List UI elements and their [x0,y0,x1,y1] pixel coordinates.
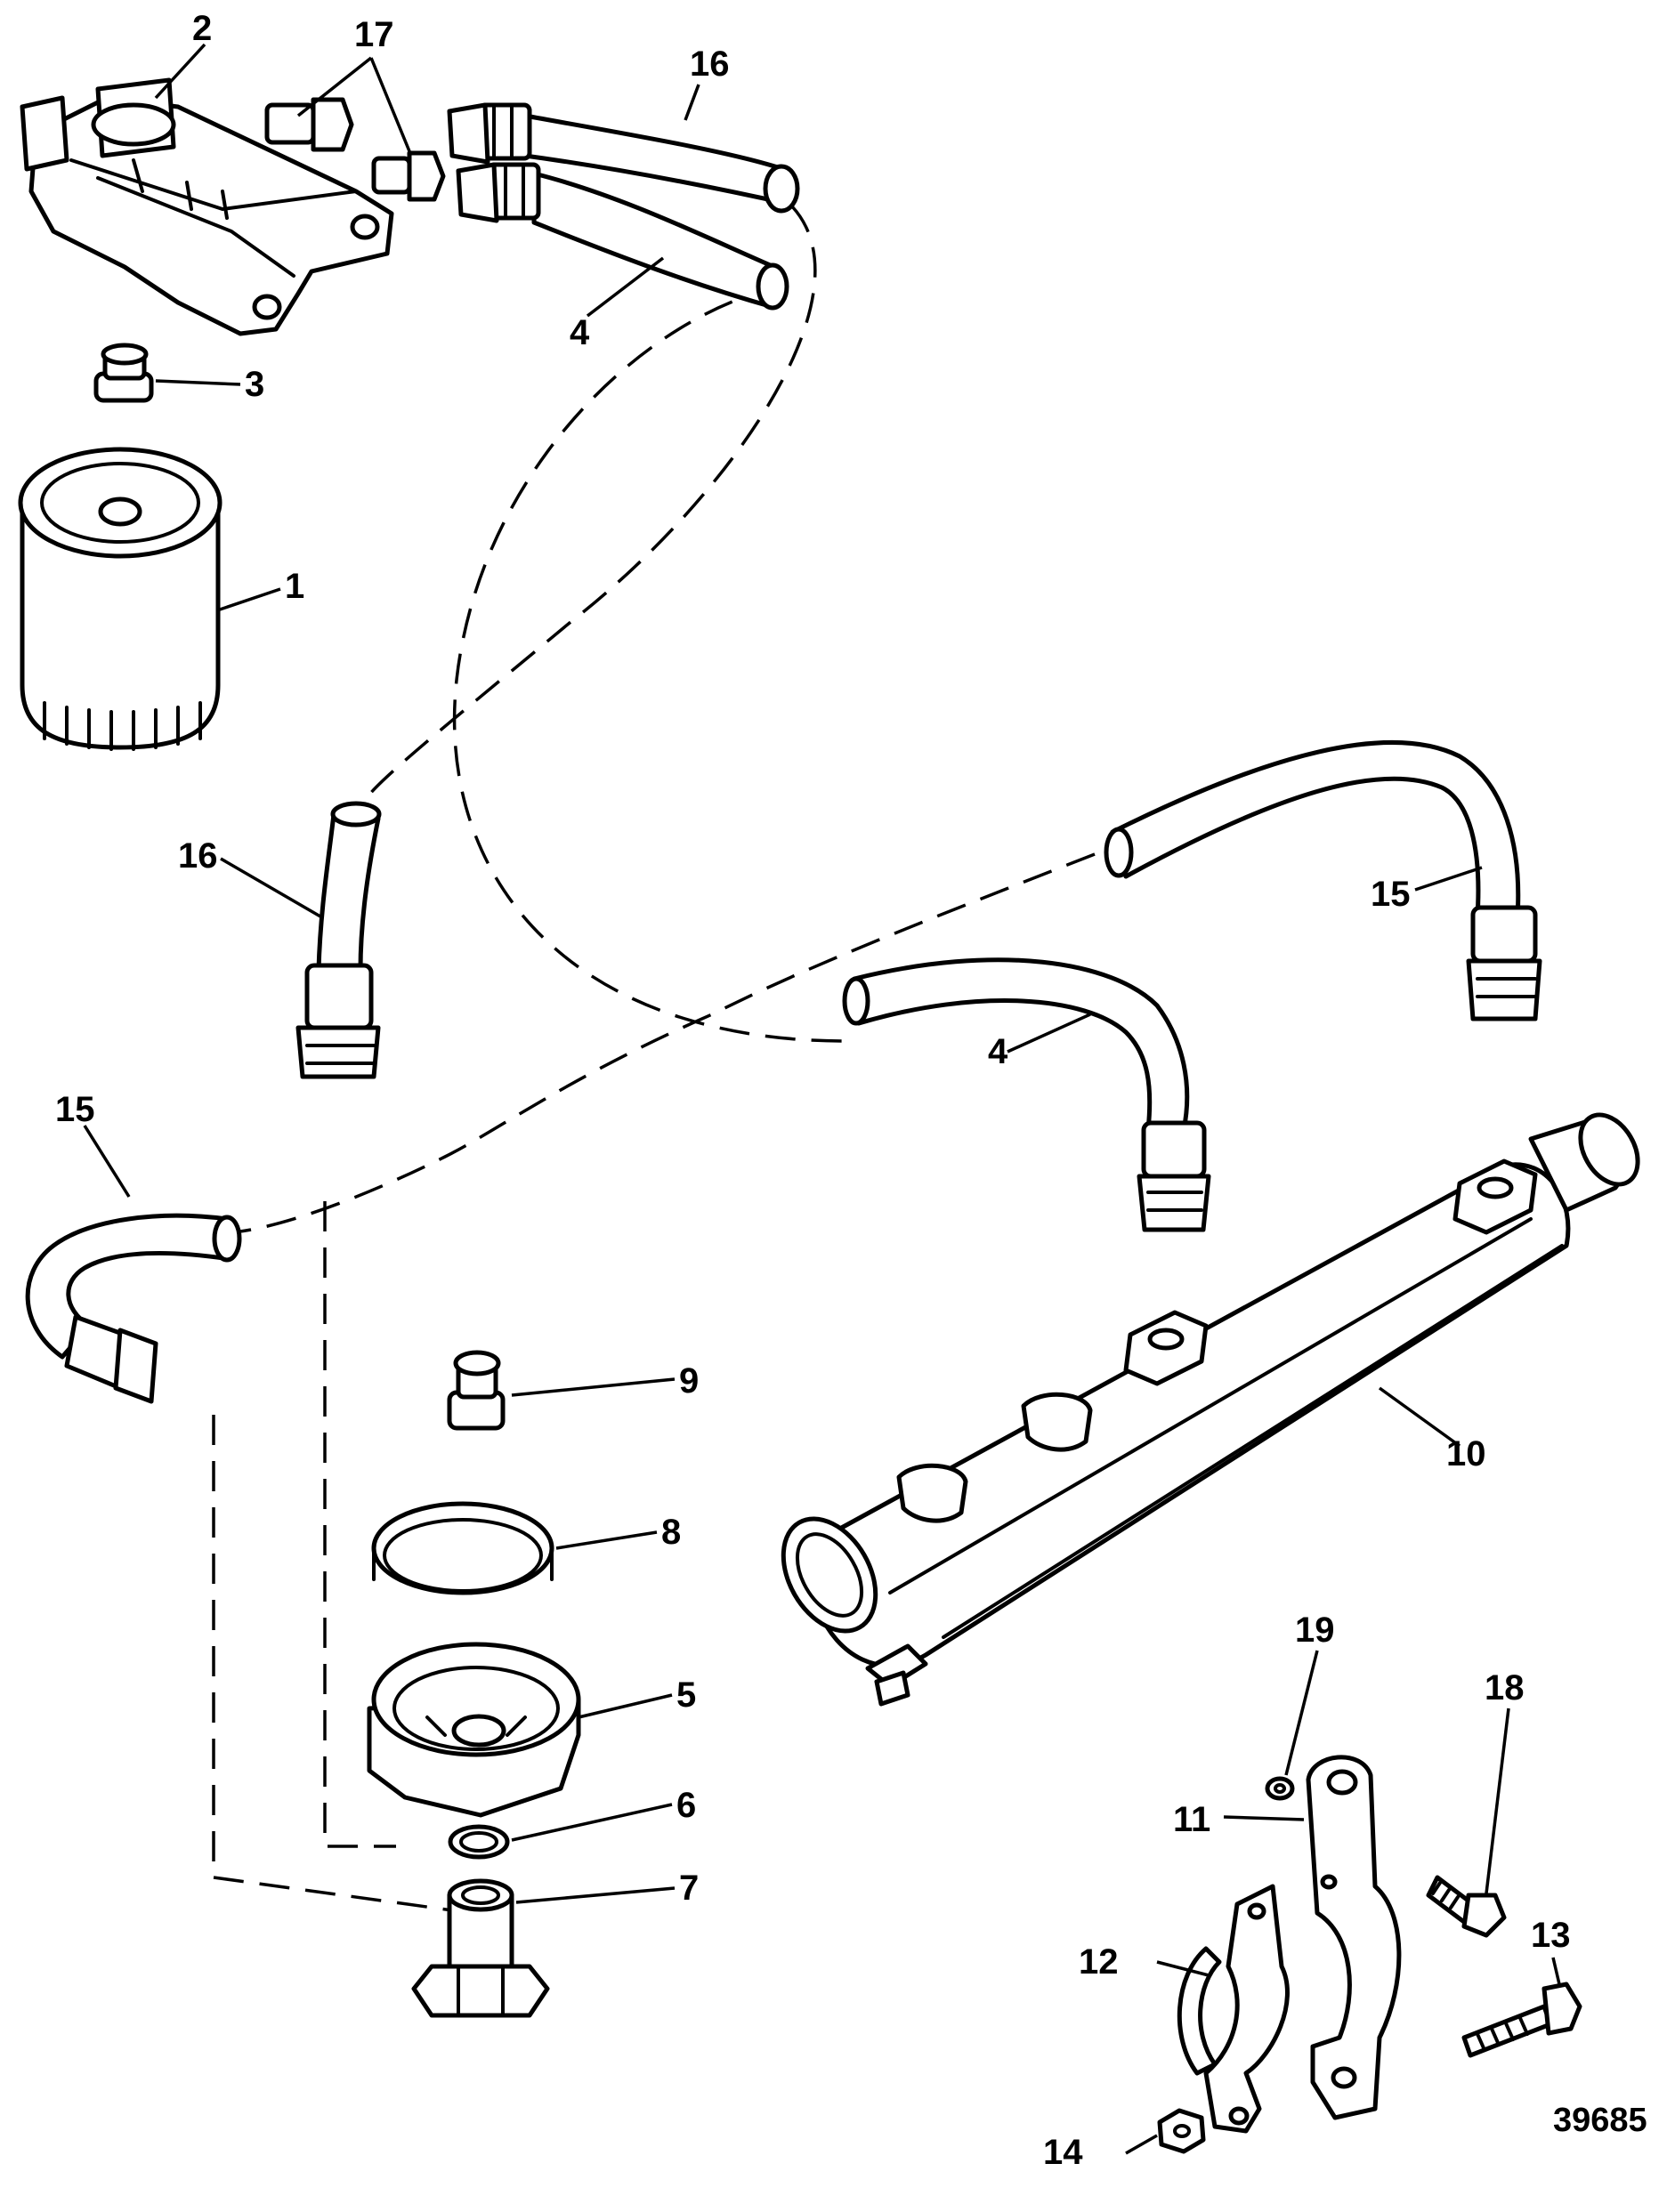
screw-18 [1426,1875,1507,1938]
callout-5: 5 [676,1675,696,1715]
callout-6: 6 [676,1786,696,1825]
oil-filter [18,447,223,751]
callout-4-lower: 4 [988,1032,1008,1071]
callout-11: 11 [1173,1800,1210,1839]
callout-3: 3 [245,365,264,404]
filter-mount-5 [367,1642,581,1818]
oil-cooler-10 [781,1112,1640,1707]
bolt-13 [1461,1982,1582,2058]
callout-15-right: 15 [1371,875,1411,914]
oil-filter-adapter [20,77,394,336]
callout-2: 2 [192,9,212,48]
fittings [264,97,446,202]
hose-left-15 [25,1213,242,1404]
callout-14: 14 [1043,2133,1083,2172]
leader-lines [83,43,1561,2155]
sealing-ring-8 [371,1501,554,1595]
plug-9 [447,1350,506,1431]
callout-15-left: 15 [55,1090,95,1129]
callout-4-top: 4 [570,313,590,352]
callout-19: 19 [1295,1611,1335,1650]
nut-14 [1157,2108,1206,2154]
callout-16-top: 16 [690,44,730,84]
hose-right-15 [1104,739,1542,1021]
callout-13: 13 [1531,1916,1571,1955]
callout-16-lower: 16 [178,836,218,876]
callout-labels: 2 17 16 4 3 1 16 15 4 15 10 9 8 5 6 7 19… [55,9,1647,2172]
hose-lower-16 [295,801,382,1079]
callout-7: 7 [679,1869,699,1908]
hose-top-4 [456,162,789,311]
callout-9: 9 [679,1361,699,1401]
callout-12: 12 [1079,1942,1119,1982]
callout-10: 10 [1446,1434,1486,1473]
hose-lower-4 [842,957,1211,1232]
connector-7 [411,1878,550,2018]
clamp-12 [1177,1884,1290,2134]
o-ring-6 [448,1824,510,1860]
washer-19 [1265,1776,1295,1801]
hose-top-16 [447,102,800,214]
callout-17: 17 [354,15,394,54]
figure-number: 39685 [1553,2102,1647,2139]
callout-18: 18 [1485,1668,1525,1707]
routing-lines [212,205,1096,1915]
bracket-11 [1306,1755,1402,2120]
callout-8: 8 [661,1513,681,1552]
nipple-3 [93,343,154,403]
callout-1: 1 [285,567,304,606]
